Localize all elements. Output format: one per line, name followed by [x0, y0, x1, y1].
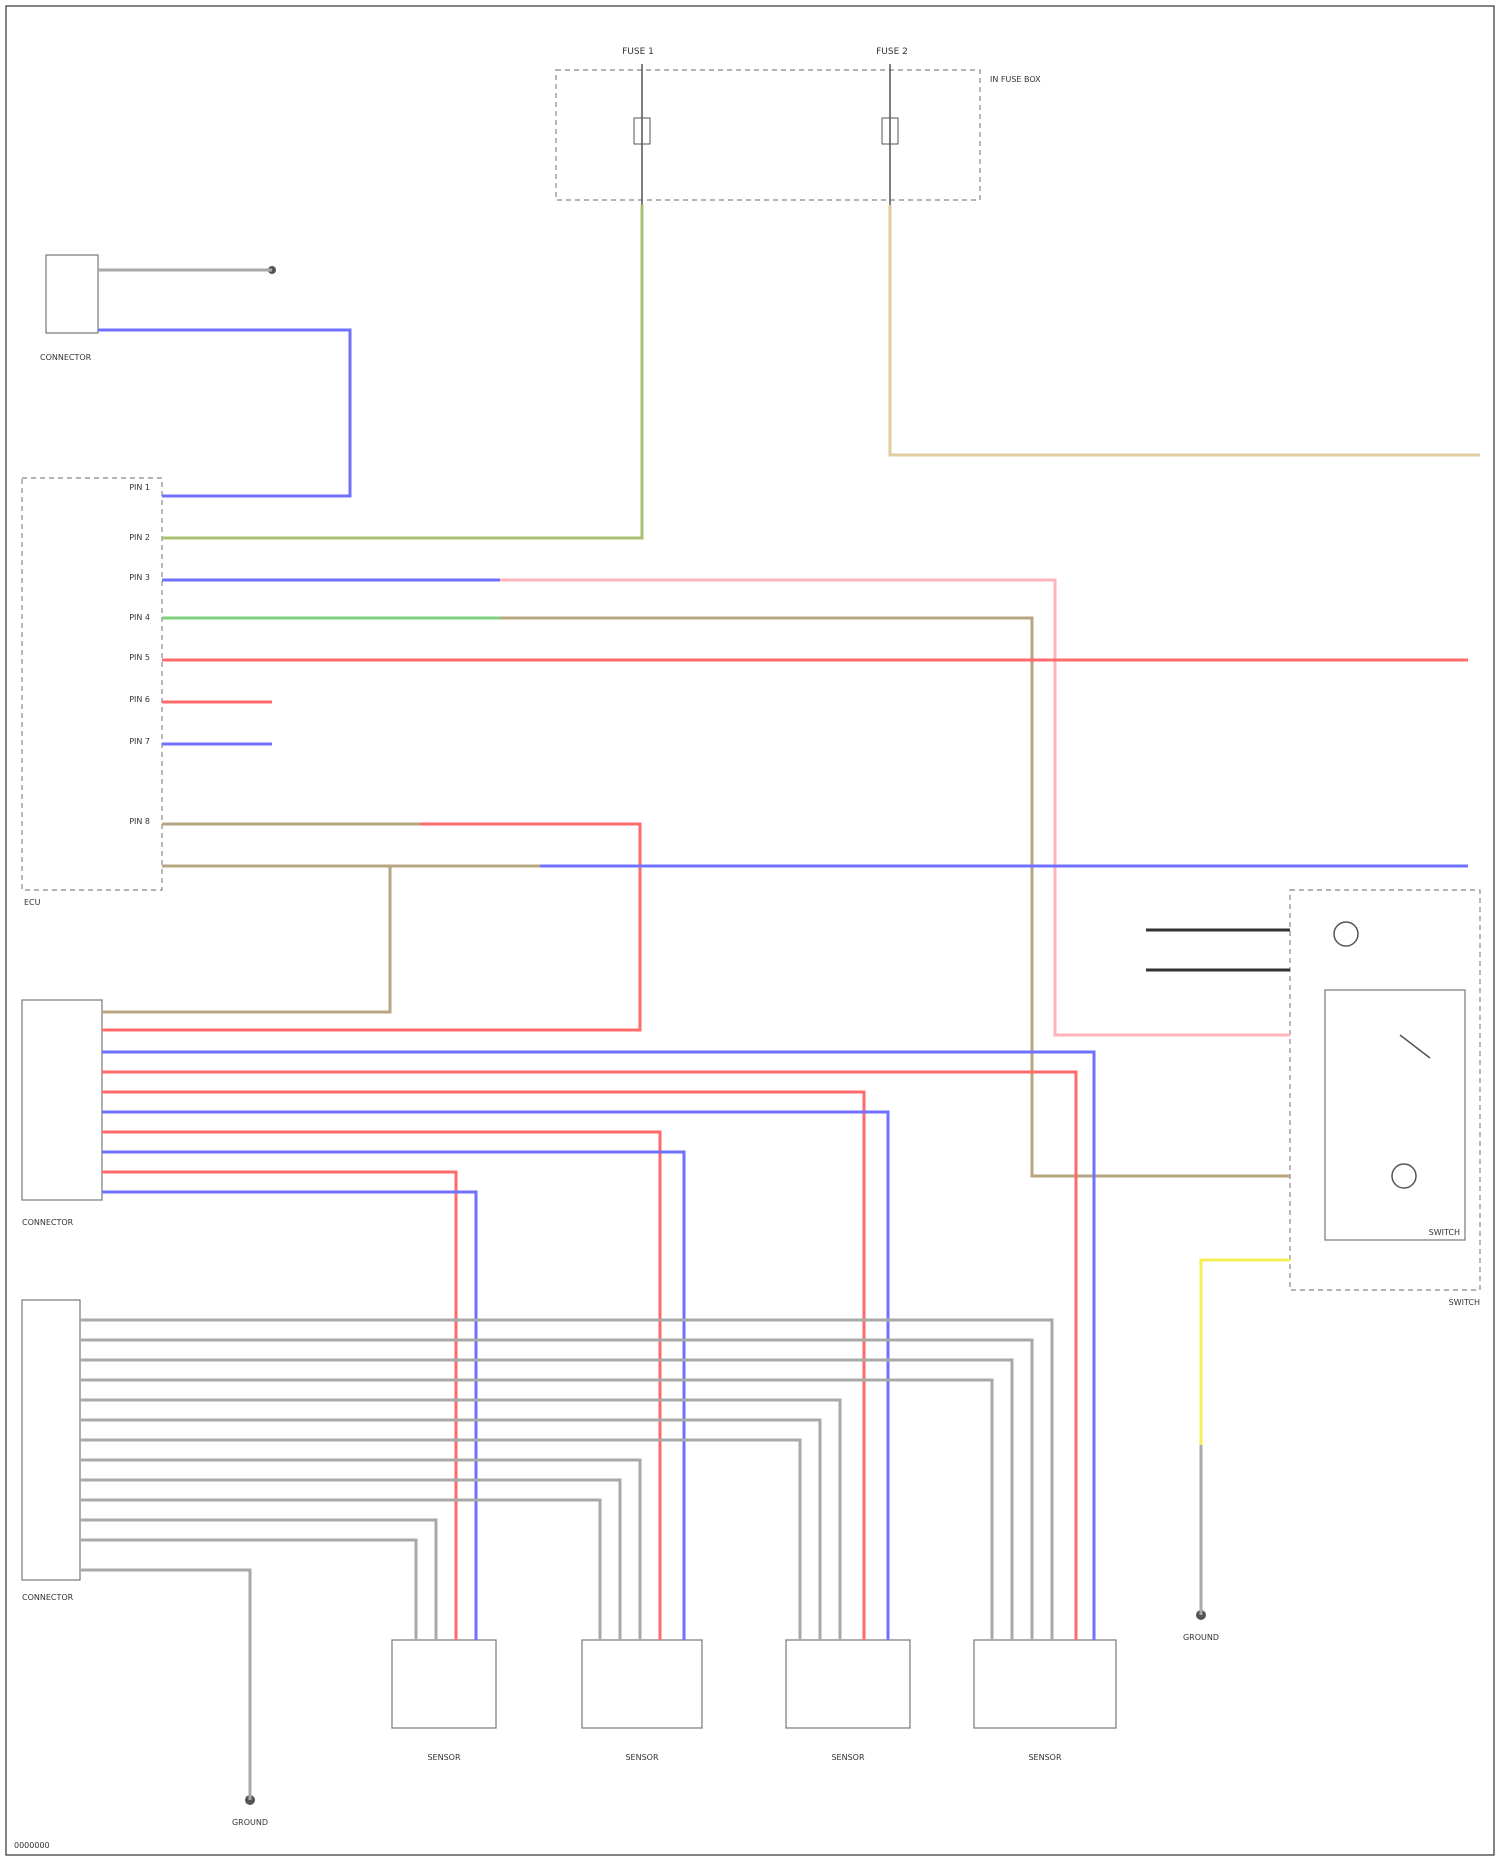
ecu-pin-label-5: PIN 5 — [129, 653, 150, 662]
wire-gray-6 — [80, 1420, 820, 1640]
wire-tan-drop — [102, 866, 390, 1012]
ground-right-label: GROUND — [1183, 1633, 1219, 1642]
sensor-1: SENSOR — [392, 1640, 496, 1762]
fuse-left-label: FUSE 1 — [622, 47, 654, 57]
sensor-2-label: SENSOR — [625, 1753, 658, 1762]
wire-blue-s4 — [102, 1052, 1094, 1640]
ecu-pin-label-7: PIN 7 — [129, 737, 150, 746]
mid-left-connector: CONNECTOR — [22, 1000, 102, 1227]
sensor-3: SENSOR — [786, 1640, 910, 1762]
wire-red-s2 — [102, 1132, 660, 1640]
fuse-box-note: IN FUSE BOX — [990, 75, 1041, 84]
wire-blue-s2 — [102, 1152, 684, 1640]
ecu-pin-label-8: PIN 8 — [129, 817, 150, 826]
wire-gray-9 — [80, 1480, 620, 1640]
wire-ecu-red-loop — [102, 824, 640, 1030]
wire-gray-12 — [80, 1540, 416, 1640]
sensor-3-label: SENSOR — [831, 1753, 864, 1762]
footer-code: 0000000 — [14, 1841, 50, 1850]
ecu-pin-label-6: PIN 6 — [129, 695, 150, 704]
ecu-label: ECU — [24, 898, 41, 907]
wires — [80, 205, 1480, 1800]
wire-pink-long — [500, 580, 1290, 1035]
switch-inner-label: SWITCH — [1429, 1228, 1460, 1237]
ecu-pin-label-2: PIN 2 — [129, 533, 150, 542]
fuse-relay-box: FUSE 1 FUSE 2 IN FUSE BOX — [556, 47, 1041, 205]
ecu-pin-label-1: PIN 1 — [129, 483, 150, 492]
wire-fuse-right — [890, 205, 1480, 455]
wire-gray-11 — [80, 1520, 436, 1640]
switch-box-label: SWITCH — [1449, 1298, 1480, 1307]
ecu-block: ECU PIN 1 PIN 2 PIN 3 PIN 4 PIN 5 PIN 6 … — [22, 478, 162, 907]
bottom-left-connector: CONNECTOR — [22, 1300, 80, 1602]
wire-ground-bottom — [80, 1570, 250, 1800]
sensor-2: SENSOR — [582, 1640, 702, 1762]
ecu-pin-label-3: PIN 3 — [129, 573, 150, 582]
wire-yellow — [1201, 1260, 1290, 1445]
wire-fuse-left — [162, 205, 642, 538]
fuse-right-label: FUSE 2 — [876, 47, 908, 57]
mid-left-connector-label: CONNECTOR — [22, 1218, 74, 1227]
bottom-left-connector-label: CONNECTOR — [22, 1593, 74, 1602]
ecu-pin-label-4: PIN 4 — [129, 613, 150, 622]
sensor-4: SENSOR — [974, 1640, 1116, 1762]
ground-bottom-label: GROUND — [232, 1818, 268, 1827]
wire-top-blue — [98, 330, 350, 496]
wire-gray-8 — [80, 1460, 640, 1640]
switch-box: SWITCH SWITCH — [1290, 890, 1480, 1307]
wire-blue-s1 — [102, 1192, 476, 1640]
wire-red-s3a — [102, 1092, 864, 1640]
sensor-1-label: SENSOR — [427, 1753, 460, 1762]
sensor-4-label: SENSOR — [1028, 1753, 1061, 1762]
wire-red-s4 — [102, 1072, 1076, 1640]
top-left-connector-label: CONNECTOR — [40, 353, 92, 362]
